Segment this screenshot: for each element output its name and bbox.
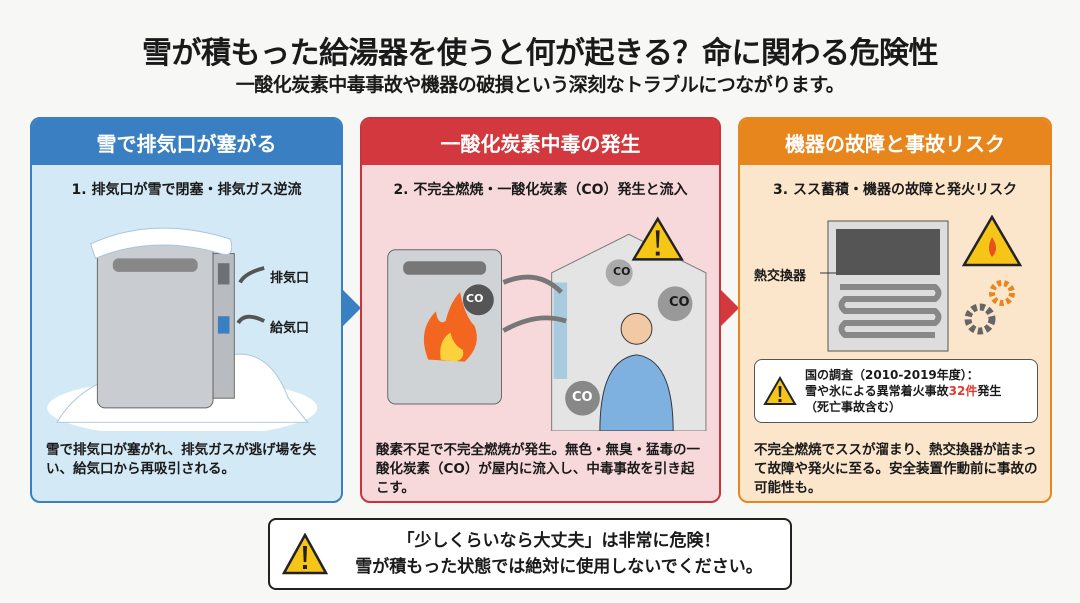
- panel-description: 不完全燃焼でススが溜まり、熱交換器が詰まって故障や発火に至る。安全装置作動前に事…: [754, 442, 1038, 496]
- accident-count: 32件: [948, 384, 978, 398]
- co-leak-illustration: CO CO CO CO: [362, 215, 719, 432]
- heat-exchanger-illustration: 熱交換器 国の調査（2010-2019年度）： 雪や氷による異常着火事故32件発…: [740, 214, 1050, 431]
- survey-line-3: （死亡事故含む）: [805, 400, 902, 414]
- panel-snow-blocked-vent: 雪で排気口が塞がる 1. 排気口が雪で閉塞・排気ガス逆流 排気口 給気口 雪で排…: [30, 117, 343, 503]
- panel-co-poisoning: 一酸化炭素中毒の発生 2. 不完全燃焼・一酸化炭素（CO）発生と流入 CO CO…: [360, 117, 721, 503]
- panel-heading: 一酸化炭素中毒の発生: [362, 119, 719, 165]
- panel-description: 酸素不足で不完全燃焼が発生。無色・無臭・猛毒の一酸化炭素（CO）が屋内に流入し、…: [376, 442, 700, 496]
- page-subtitle: 一酸化炭素中毒事故や機器の破損という深刻なトラブルにつながります。: [235, 74, 845, 96]
- panel-step: 2. 不完全燃焼・一酸化炭素（CO）発生と流入: [393, 182, 688, 198]
- panel-heading: 機器の故障と事故リスク: [740, 119, 1050, 165]
- panel-equipment-failure: 機器の故障と事故リスク 3. スス蓄積・機器の故障と発火リスク 熱交換器 国の調…: [738, 117, 1052, 503]
- page-title: 雪が積もった給湯器を使うと何が起きる？命に関わる危険性: [142, 36, 938, 71]
- bottom-warning-box: 「少しくらいなら大丈夫」は非常に危険！ 雪が積もった状態では絶対に使用しないでく…: [268, 518, 792, 590]
- survey-line-1: 国の調査（2010-2019年度）：: [805, 368, 979, 382]
- panel-heading: 雪で排気口が塞がる: [32, 119, 341, 165]
- panel-description: 雪で排気口が塞がれ、排気ガスが逃げ場を失い、給気口から再吸引される。: [46, 442, 317, 477]
- warning-icon: [282, 533, 328, 575]
- exhaust-vent-label: 排気口: [270, 271, 310, 286]
- panel-step: 3. スス蓄積・機器の故障と発火リスク: [773, 182, 1017, 198]
- intake-vent-label: 給気口: [270, 321, 310, 336]
- arrow-right-icon: [721, 290, 739, 326]
- heat-exchanger-label: 熱交換器: [754, 269, 807, 284]
- warning-icon: [763, 376, 797, 405]
- co-label: CO: [466, 292, 484, 305]
- co-label: CO: [613, 265, 631, 278]
- warning-line-2: 雪が積もった状態では絶対に使用しないでください。: [355, 557, 763, 577]
- snow-covered-heater-illustration: 排気口 給気口: [32, 215, 341, 437]
- survey-callout: 国の調査（2010-2019年度）： 雪や氷による異常着火事故32件発生 （死亡…: [754, 359, 1038, 423]
- survey-line-2-suffix: 発生: [977, 384, 1002, 398]
- warning-line-1: 「少しくらいなら大丈夫」は非常に危険！: [397, 531, 721, 551]
- co-label: CO: [572, 390, 593, 405]
- panel-step: 1. 排気口が雪で閉塞・排気ガス逆流: [71, 182, 302, 198]
- survey-line-2: 雪や氷による異常着火事故: [805, 384, 949, 398]
- arrow-right-icon: [343, 290, 361, 326]
- co-label: CO: [669, 295, 690, 310]
